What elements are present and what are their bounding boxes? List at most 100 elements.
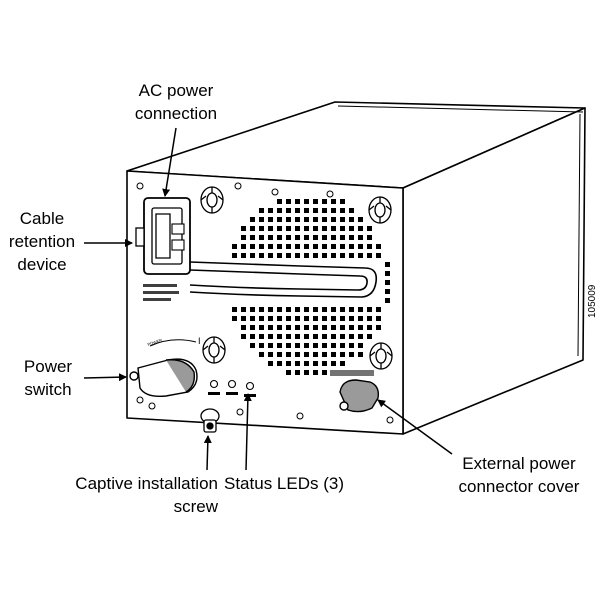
vent-hole	[385, 262, 390, 267]
external-power-connector-cover	[330, 370, 380, 413]
vent-hole	[268, 307, 273, 312]
vent-hole	[340, 244, 345, 249]
vent-hole	[286, 217, 291, 222]
vent-hole	[232, 307, 237, 312]
vent-hole	[250, 325, 255, 330]
vent-hole	[295, 226, 300, 231]
vent-hole	[331, 307, 336, 312]
vent-hole	[313, 307, 318, 312]
vent-hole	[313, 208, 318, 213]
vent-hole	[286, 253, 291, 258]
vent-hole	[295, 307, 300, 312]
vent-hole	[241, 307, 246, 312]
vent-hole	[313, 343, 318, 348]
vent-hole	[331, 253, 336, 258]
vent-hole	[340, 361, 345, 366]
vent-hole	[367, 253, 372, 258]
vent-hole	[367, 325, 372, 330]
vent-hole	[313, 226, 318, 231]
callout-line: screw	[173, 497, 218, 516]
vent-hole	[286, 244, 291, 249]
vent-hole	[250, 235, 255, 240]
vent-hole	[331, 208, 336, 213]
svg-text:I: I	[198, 336, 201, 346]
vent-hole	[385, 298, 390, 303]
vent-hole	[295, 208, 300, 213]
vent-hole	[331, 334, 336, 339]
status-led-2	[227, 379, 237, 389]
leader-captive-screw	[203, 435, 212, 471]
vent-hole	[331, 343, 336, 348]
vent-hole	[376, 244, 381, 249]
vent-hole	[286, 199, 291, 204]
power-switch-rocker: POWER I	[129, 336, 201, 398]
vent-hole	[268, 253, 273, 258]
vent-hole	[277, 343, 282, 348]
vent-hole	[376, 253, 381, 258]
vent-hole	[241, 253, 246, 258]
vent-hole	[277, 253, 282, 258]
vent-hole	[259, 316, 264, 321]
vent-hole	[322, 244, 327, 249]
vent-hole	[358, 217, 363, 222]
thumb-screw-bottom-right	[369, 342, 393, 370]
vent-hole	[286, 235, 291, 240]
vent-hole	[340, 208, 345, 213]
vent-hole	[268, 235, 273, 240]
vent-hole	[322, 370, 327, 375]
vent-hole	[286, 334, 291, 339]
vent-hole	[322, 334, 327, 339]
callout-line: retention	[8, 232, 76, 251]
vent-hole	[367, 235, 372, 240]
vent-hole	[232, 253, 237, 258]
ac-power-inlet	[135, 197, 191, 275]
vent-hole	[286, 208, 291, 213]
vent-hole	[295, 352, 300, 357]
vent-hole	[358, 334, 363, 339]
vent-hole	[331, 325, 336, 330]
vent-hole	[286, 343, 291, 348]
leader-status-leds	[243, 393, 252, 471]
vent-hole	[286, 370, 291, 375]
vent-hole	[277, 352, 282, 357]
callout-line: Captive installation	[75, 474, 218, 493]
vent-hole	[250, 307, 255, 312]
vent-hole	[313, 235, 318, 240]
vent-hole	[295, 361, 300, 366]
vent-hole	[250, 334, 255, 339]
figure-id: 105009	[587, 284, 598, 318]
vent-hole	[385, 280, 390, 285]
vent-hole	[331, 316, 336, 321]
vent-hole	[250, 343, 255, 348]
vent-hole	[241, 226, 246, 231]
vent-hole	[331, 361, 336, 366]
vent-hole	[259, 352, 264, 357]
vent-hole	[277, 361, 282, 366]
vent-hole	[376, 307, 381, 312]
vent-hole	[322, 325, 327, 330]
vent-hole	[259, 343, 264, 348]
vent-hole	[340, 334, 345, 339]
vent-hole	[322, 316, 327, 321]
callout-line: AC power	[138, 81, 214, 100]
leader-external-power	[377, 399, 453, 455]
vent-hole	[277, 208, 282, 213]
status-led-3	[245, 381, 255, 391]
vent-hole	[340, 226, 345, 231]
vent-hole	[304, 199, 309, 204]
vent-hole	[295, 325, 300, 330]
vent-hole	[304, 253, 309, 258]
vent-hole	[322, 352, 327, 357]
thumb-screw-top-right	[368, 196, 392, 224]
vent-hole	[268, 244, 273, 249]
vent-hole	[340, 352, 345, 357]
svg-text:POWER: POWER	[147, 337, 163, 346]
vent-hole	[241, 244, 246, 249]
vent-hole	[286, 307, 291, 312]
vent-hole	[322, 217, 327, 222]
vent-hole	[367, 316, 372, 321]
vent-hole	[304, 343, 309, 348]
vent-hole	[358, 352, 363, 357]
vent-hole	[349, 244, 354, 249]
